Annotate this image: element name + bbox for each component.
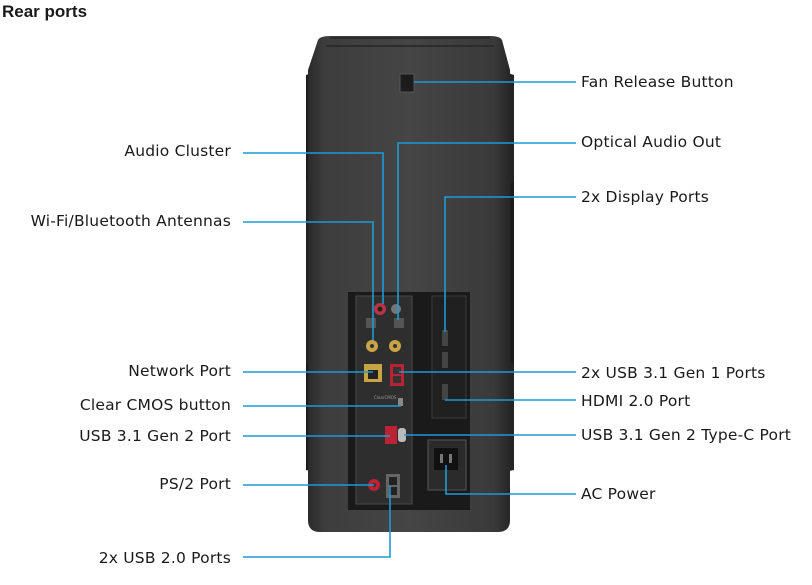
svg-text:ClearCMOS: ClearCMOS (374, 395, 397, 400)
optical-leader (397, 142, 576, 320)
label-fan-release-button: Fan Release Button (581, 73, 734, 91)
ac-power-leader (445, 465, 576, 495)
label-usb31-gen2-port: USB 3.1 Gen 2 Port (79, 427, 231, 445)
label-usb20-ports: 2x USB 2.0 Ports (98, 549, 231, 567)
gpu-bracket (431, 295, 467, 419)
pc-case: ClearCMOS (306, 36, 514, 532)
label-wifi-bluetooth-antennas: Wi-Fi/Bluetooth Antennas (30, 212, 231, 230)
label-display-ports: 2x Display Ports (581, 188, 710, 206)
hdmi-port (442, 384, 448, 400)
label-network-port: Network Port (128, 362, 231, 380)
label-audio-cluster: Audio Cluster (124, 142, 231, 160)
label-ac-power: AC Power (581, 485, 656, 503)
clear-cmos-button (398, 398, 403, 406)
label-optical-audio-out: Optical Audio Out (581, 133, 722, 151)
label-ps2-port: PS/2 Port (159, 475, 231, 493)
page-title: Rear ports (2, 2, 88, 21)
optical-port (394, 318, 404, 328)
label-usb31-gen1-ports: 2x USB 3.1 Gen 1 Ports (581, 364, 766, 382)
label-clear-cmos-button: Clear CMOS button (79, 396, 231, 414)
fan-release-button (399, 73, 415, 93)
label-typec-port: USB 3.1 Gen 2 Type-C Port (581, 426, 792, 444)
display-ports-leader (444, 196, 576, 332)
label-hdmi-port: HDMI 2.0 Port (581, 392, 691, 410)
usb20-leader (243, 486, 391, 558)
wifi-leader (243, 221, 374, 340)
audio-cluster-leader (243, 152, 384, 304)
typec-port (398, 428, 406, 442)
display-port (442, 352, 448, 368)
usb31-gen2-port (385, 426, 397, 444)
display-port (442, 330, 448, 346)
